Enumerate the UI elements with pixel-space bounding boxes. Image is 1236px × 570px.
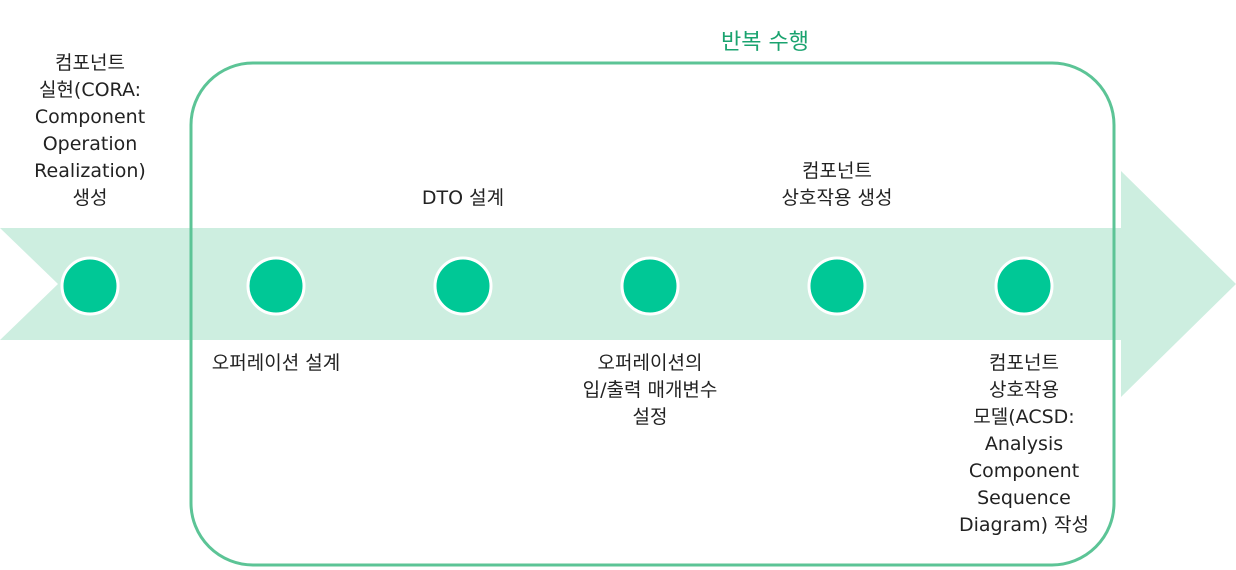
step-label-line: Analysis (984, 433, 1064, 455)
repeat-loop-box (189, 61, 1116, 567)
step-label-line: 컴포넌트 (55, 52, 125, 74)
step-node-cora (60, 256, 120, 316)
step-label-line: 입/출력 매개변수 (582, 379, 718, 401)
step-label-dto-design: DTO 설계 (343, 185, 583, 212)
step-nodes (60, 256, 1054, 316)
flow-arrow (0, 171, 1236, 397)
step-label-operation-design: 오퍼레이션 설계 (156, 350, 396, 377)
step-label-line: 오퍼레이션의 (597, 352, 703, 374)
step-label-line: Component (968, 460, 1080, 482)
step-label-line: 오퍼레이션 설계 (211, 352, 341, 374)
step-label-line: Sequence (977, 487, 1071, 509)
step-label-line: 실현(CORA: (38, 79, 142, 101)
step-label-line: 컴포넌트 (989, 352, 1059, 374)
step-node-operation-design (246, 256, 306, 316)
step-label-line: 상호작용 (989, 379, 1059, 401)
step-label-line: Component (34, 106, 146, 128)
step-node-interaction (807, 256, 867, 316)
step-label-line: Operation (42, 133, 138, 155)
step-label-line: Diagram) 작성 (959, 514, 1089, 536)
step-label-line: 설정 (632, 406, 668, 428)
step-label-line: 상호작용 생성 (781, 187, 893, 209)
step-node-dto-design (433, 256, 493, 316)
step-node-io-params (620, 256, 680, 316)
step-label-line: 모델(ACSD: (973, 406, 1075, 428)
step-label-line: 생성 (72, 187, 108, 209)
step-label-line: Realization) (34, 160, 146, 182)
step-label-line: DTO 설계 (421, 187, 505, 209)
step-label-line: 컴포넌트 (802, 160, 872, 182)
step-node-acsd (994, 256, 1054, 316)
repeat-loop-label: 반복 수행 (721, 30, 809, 55)
